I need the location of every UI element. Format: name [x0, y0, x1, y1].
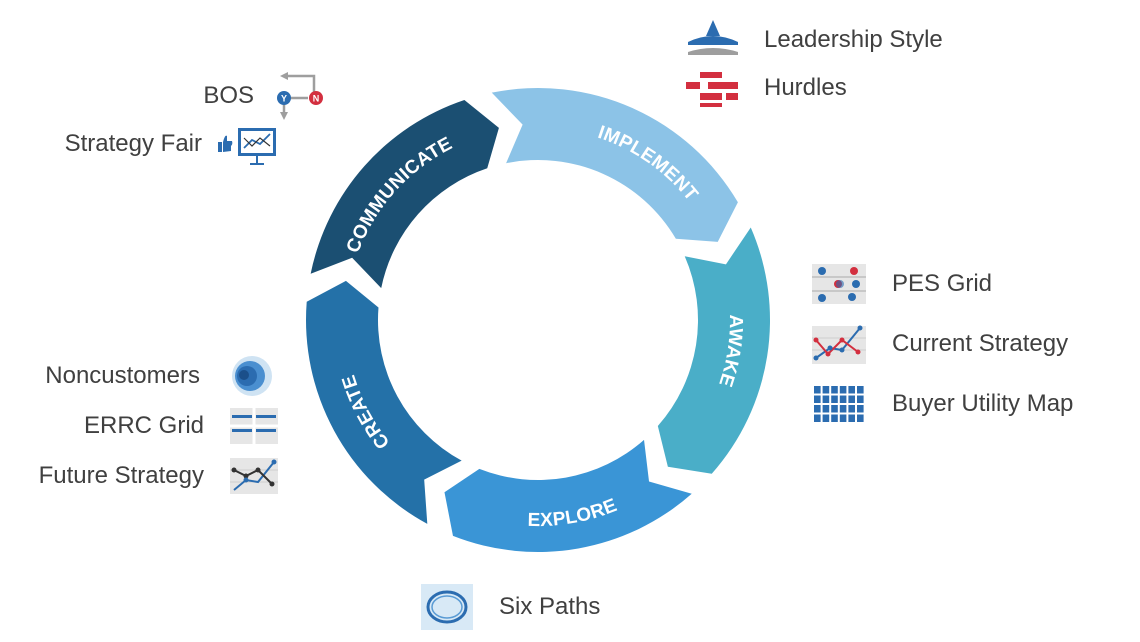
- strategy-fair-label: Strategy Fair: [64, 130, 202, 157]
- bos-yes-text: Y: [281, 94, 287, 104]
- buyer-utility-map-icon: [814, 386, 864, 422]
- tool-leadership-style: Leadership Style: [684, 18, 943, 62]
- six-paths-label: Six Paths: [499, 593, 601, 620]
- pes-grid-icon: [812, 264, 866, 304]
- stage-communicate-arrow: [310, 99, 499, 289]
- future-strategy-label: Future Strategy: [38, 462, 204, 489]
- strategy-fair-icon: [218, 128, 276, 165]
- six-paths-icon: [421, 584, 473, 630]
- errc-grid-label: ERRC Grid: [83, 412, 204, 439]
- tool-strategy-fair: Strategy Fair: [65, 122, 280, 166]
- current-strategy-icon: [812, 325, 866, 364]
- future-strategy-icon: [230, 458, 278, 494]
- bos-label: BOS: [203, 82, 254, 109]
- tool-bos: BOS Y N: [203, 70, 328, 122]
- tool-six-paths: Six Paths: [421, 584, 600, 630]
- stage-awake-arrow: [657, 227, 771, 474]
- buyer-utility-map-label: Buyer Utility Map: [892, 390, 1074, 417]
- tool-future-strategy: Future Strategy: [39, 456, 278, 496]
- noncustomers-label: Noncustomers: [45, 362, 200, 389]
- pes-grid-label: PES Grid: [892, 270, 993, 297]
- errc-grid-icon: [230, 408, 278, 444]
- tool-current-strategy: Current Strategy: [812, 322, 1068, 366]
- tool-errc-grid: ERRC Grid: [84, 406, 278, 446]
- stage-explore-arrow: [444, 439, 692, 553]
- tool-pes-grid: PES Grid: [812, 262, 992, 306]
- bos-yes-no-icon: Y N: [277, 72, 323, 120]
- stage-create-arrow: [306, 280, 462, 524]
- leadership-style-label: Leadership Style: [764, 26, 943, 53]
- hurdles-label: Hurdles: [764, 74, 847, 101]
- hurdles-icon: [686, 72, 738, 107]
- bos-no-text: N: [313, 94, 320, 104]
- tool-noncustomers: Noncustomers: [45, 354, 274, 398]
- leadership-style-icon: [688, 20, 738, 55]
- current-strategy-label: Current Strategy: [892, 330, 1069, 357]
- stage-implement-arrow: [491, 88, 738, 242]
- tool-hurdles: Hurdles: [684, 66, 847, 110]
- noncustomers-icon: [232, 356, 272, 396]
- tool-buyer-utility-map: Buyer Utility Map: [812, 382, 1073, 426]
